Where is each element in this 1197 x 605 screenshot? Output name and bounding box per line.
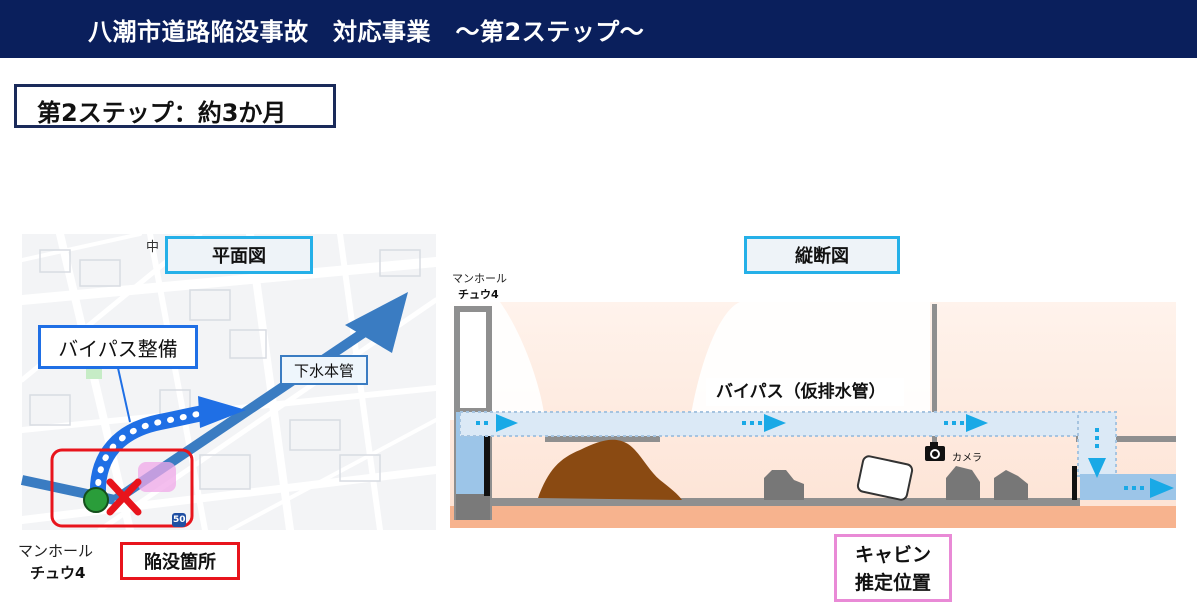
map-fragment-text: 中 bbox=[146, 240, 160, 255]
cabin-shape bbox=[856, 455, 914, 501]
plan-view-title: 平面図 bbox=[165, 236, 313, 274]
sinkhole-area-frame bbox=[50, 448, 194, 528]
flow-arrow-1 bbox=[496, 414, 518, 432]
header-bar: 八潮市道路陥没事故 対応事業 ～第2ステップ～ bbox=[0, 0, 1197, 58]
soil-mound bbox=[538, 439, 682, 500]
bypass-arrow-head bbox=[198, 396, 246, 428]
bypass-leader-line bbox=[117, 367, 131, 423]
ground-layer bbox=[450, 506, 1176, 528]
flow-arrow-3 bbox=[966, 414, 988, 432]
debris-rock-2 bbox=[946, 466, 980, 500]
cabin-label-line2: 推定位置 bbox=[854, 572, 931, 594]
step-badge: 第2ステップ：約3か月 bbox=[14, 84, 336, 128]
bypass-callout: バイパス整備 bbox=[38, 325, 198, 369]
debris-rock-1 bbox=[764, 470, 804, 500]
page-title: 八潮市道路陥没事故 対応事業 ～第2ステップ～ bbox=[88, 18, 645, 46]
sewer-main-label: 下水本管 bbox=[280, 355, 368, 385]
cabin-marker-plan bbox=[138, 462, 176, 492]
bypass-pipe-label: バイパス（仮排水管） bbox=[706, 378, 904, 406]
camera-label: カメラ bbox=[952, 453, 982, 464]
profile-view-title: 縦断図 bbox=[744, 236, 900, 274]
cabin-location-label: キャビン 推定位置 bbox=[834, 534, 952, 602]
flow-arrow-down bbox=[1088, 458, 1106, 478]
sinkhole-label: 陥没箇所 bbox=[120, 542, 240, 580]
inspection-pole bbox=[932, 304, 937, 446]
manhole-marker bbox=[83, 487, 109, 513]
flow-arrow-2 bbox=[764, 414, 786, 432]
debris-rock-3 bbox=[994, 470, 1028, 500]
road-number-badge: 50 bbox=[173, 515, 186, 525]
profile-manhole-id: チュウ4 bbox=[458, 288, 499, 301]
sinkhole-x-icon bbox=[106, 478, 142, 516]
cabin-label-line1: キャビン bbox=[854, 544, 931, 566]
profile-manhole-label: マンホール bbox=[452, 272, 507, 285]
bypass-pipe bbox=[459, 411, 1117, 437]
pipe-floor bbox=[490, 498, 1080, 506]
step-label: 第2ステップ：約3か月 bbox=[37, 99, 287, 127]
plan-manhole-id: チュウ4 bbox=[30, 564, 86, 582]
plan-manhole-label: マンホール bbox=[18, 542, 94, 560]
flow-arrow-4 bbox=[1150, 478, 1174, 498]
sewer-arrow-head bbox=[345, 292, 408, 353]
camera-icon bbox=[925, 442, 945, 461]
